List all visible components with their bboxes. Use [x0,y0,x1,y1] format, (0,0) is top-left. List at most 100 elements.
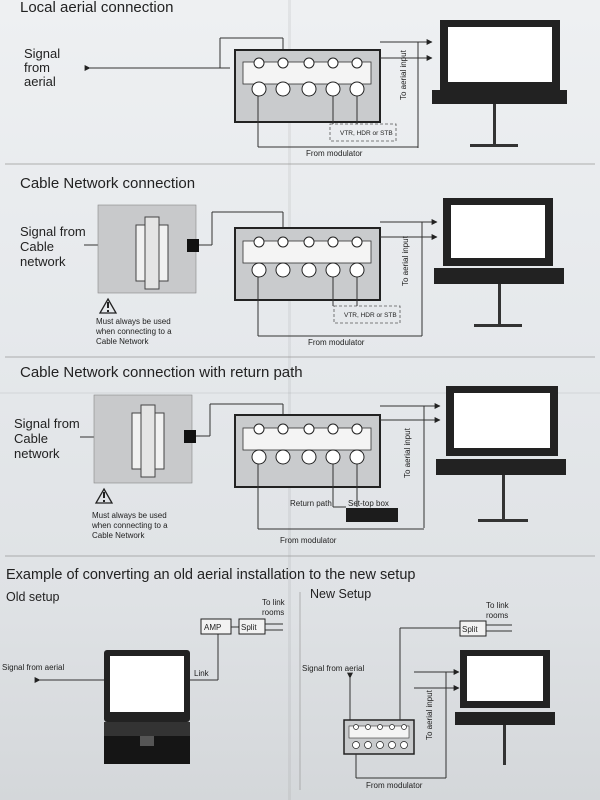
device-box [329,123,397,142]
socket-icon [277,236,289,248]
signal-label-line: from [24,60,50,75]
socket-icon [301,449,317,465]
tv-speaker [455,712,555,725]
device-label: VTR, HDR or STB [344,312,397,319]
warning-text-line: Must always be used [96,317,171,326]
cable-filter-device [93,394,196,484]
socket-icon [277,423,289,435]
signal-label-line: Cable [14,431,48,446]
filter-body [144,216,160,290]
signal-label-line: Cable [20,239,54,254]
warning-text-line: when connecting to a [91,521,168,530]
socket-icon [251,449,267,465]
filter-body [140,404,156,478]
warning-text-line: Must always be used [92,511,167,520]
section-cable-network: Cable Network connection Signal from Cab… [5,175,595,358]
socket-icon [327,236,339,248]
warning-mark [107,302,109,308]
signal-label-line: network [14,446,60,461]
tv-speaker [432,90,567,104]
socket-icon [327,57,339,69]
tv-stand [493,104,496,144]
warning-triangle [94,487,114,504]
tv-stand [498,284,501,324]
section-title: Cable Network connection [20,175,195,192]
tv-speaker [436,459,566,475]
settop-box [346,508,398,522]
tv-base [474,324,522,327]
socket-icon [253,57,265,69]
socket-icon [364,741,372,749]
warning-text-line: when connecting to a [95,327,172,336]
crt-base [104,722,190,736]
split-label: Split [462,625,478,634]
tv-screen [451,205,545,258]
socket-icon [251,262,267,278]
link-rooms-label: To link [486,601,510,610]
socket-icon [351,236,363,248]
section-conversion-example: Example of converting an old aerial inst… [2,567,555,790]
warning-text-line: Cable Network [96,337,149,346]
socket-icon [351,57,363,69]
socket-icon [251,81,267,97]
link-rooms-label: rooms [262,608,284,617]
modulator-label: From modulator [306,149,363,158]
aerial-input-label: To aerial input [425,689,434,740]
socket-icon [253,236,265,248]
socket-icon [253,423,265,435]
distribution-panel [343,719,415,755]
new-setup-title: New Setup [310,587,371,601]
tv-screen [467,656,543,701]
tv-icon [432,20,567,147]
socket-icon [349,449,365,465]
new-signal-label: Signal from aerial [302,664,364,673]
tv-base [478,519,528,522]
split-label: Split [241,623,257,632]
socket-icon [351,423,363,435]
crt-knob [140,736,154,746]
socket-icon [389,724,395,730]
connector-plug [187,239,199,252]
socket-icon [275,262,291,278]
example-title: Example of converting an old aerial inst… [6,567,415,583]
socket-icon [376,741,384,749]
tv-icon [436,386,566,522]
aerial-input-label: To aerial input [403,427,412,478]
connector-plug [184,430,196,443]
tv-base [470,144,518,147]
crt-screen [110,656,184,712]
split-box [459,620,487,637]
link-rooms-label: rooms [486,611,508,620]
socket-icon [388,741,396,749]
tv-stand [503,725,506,765]
amp-label: AMP [204,623,221,632]
link-rooms-label: To link [262,598,286,607]
old-setup-title: Old setup [6,590,60,604]
cable-filter-device [97,204,199,294]
socket-icon [365,724,371,730]
aerial-input-label: To aerial input [399,49,408,100]
warning-mark [103,492,105,498]
split-box [238,618,266,635]
warning-icon [98,297,118,314]
old-setup: Old setup Signal from aerial Link AMP [2,590,286,764]
tv-screen [448,27,552,82]
signal-label-line: Signal [24,46,60,61]
section-cable-return-path: Cable Network connection with return pat… [5,364,595,557]
socket-icon [377,724,383,730]
socket-icon [325,262,341,278]
socket-icon [303,423,315,435]
tv-speaker [434,268,564,284]
socket-icon [277,57,289,69]
old-link-label: Link [194,669,210,678]
warning-icon [94,487,114,504]
socket-icon [303,57,315,69]
socket-icon [275,81,291,97]
distribution-panel [234,414,381,488]
socket-icon [349,262,365,278]
socket-icon [275,449,291,465]
socket-icon [325,81,341,97]
socket-icon [327,423,339,435]
modulator-label: From modulator [280,536,337,545]
